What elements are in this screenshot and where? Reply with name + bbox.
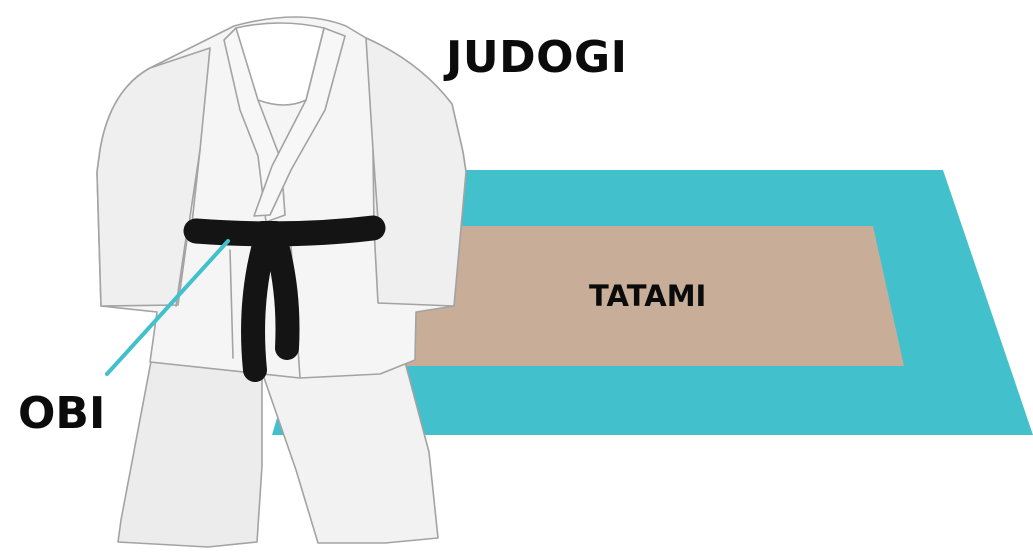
tatami-label: TATAMI — [589, 282, 706, 311]
judogi-pants-left — [118, 356, 262, 547]
judogi-label: JUDOGI — [446, 36, 628, 80]
obi-label: OBI — [18, 392, 105, 436]
obi-tail-right — [275, 238, 288, 348]
judogi-pants-right — [262, 362, 438, 543]
obi-knot — [256, 221, 282, 245]
obi-tail-left — [253, 238, 266, 370]
